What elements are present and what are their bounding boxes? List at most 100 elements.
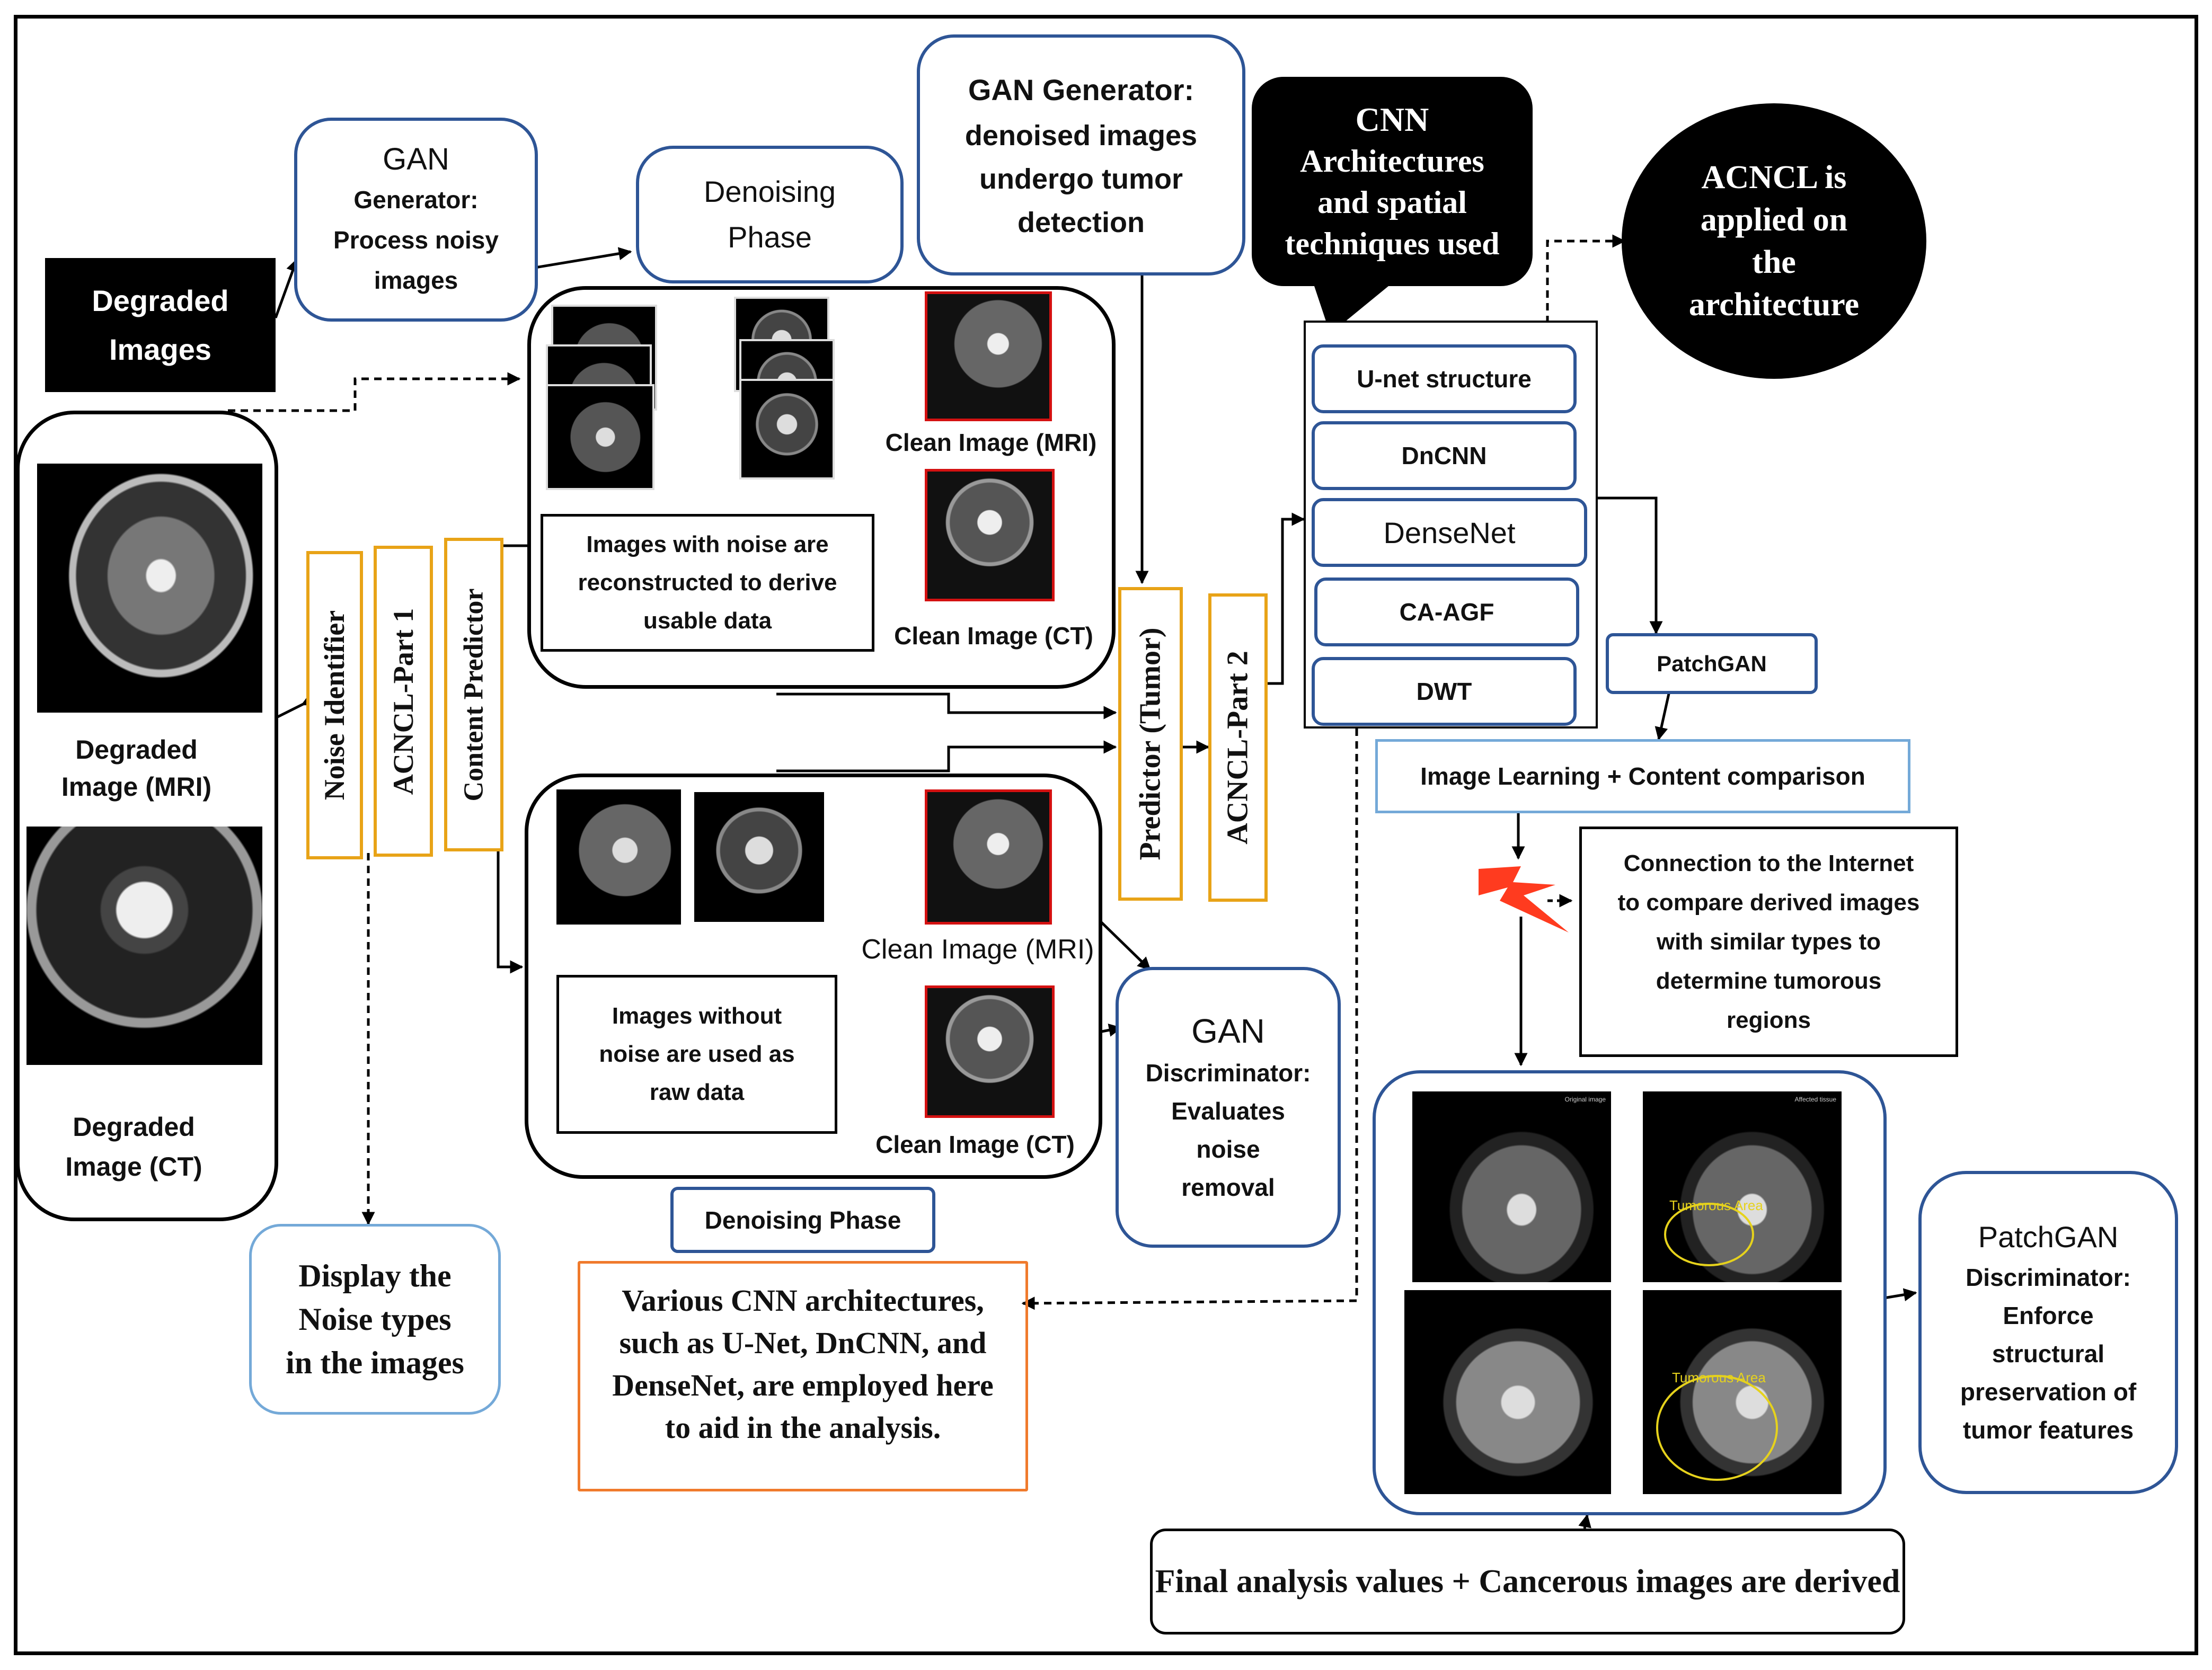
display-noise-line3: in the images — [286, 1345, 464, 1380]
acncl-part1-label: ACNCL-Part 1 — [387, 608, 419, 795]
internet-line5: regions — [1727, 1007, 1811, 1033]
gan-generator-top-line2: denoised images — [965, 119, 1198, 152]
lower-note-line1: Images without — [612, 1003, 782, 1029]
acncl-circle: ACNCL is applied on the architecture — [1622, 103, 1926, 379]
result-image-original: Original image — [1412, 1091, 1611, 1282]
lower-clean-mri-image — [925, 789, 1052, 925]
result-image-affected: Affected tissue Tumorous Area — [1643, 1091, 1842, 1282]
tumor-highlight-ellipse-2 — [1656, 1375, 1778, 1481]
cnn-item-ca-agf-label: CA-AGF — [1399, 598, 1494, 626]
internet-line1: Connection to the Internet — [1623, 850, 1914, 876]
lower-note-line2: noise are used as — [599, 1041, 795, 1067]
internet-line2: to compare derived images — [1617, 889, 1920, 916]
acncl-part1-box: ACNCL-Part 1 — [374, 546, 433, 857]
gan-generator-top-line1: GAN Generator: — [968, 73, 1195, 106]
outer-frame — [14, 15, 2198, 1655]
cnn-note-line2: such as U-Net, DnCNN, and — [619, 1326, 987, 1360]
degraded-ct-line1: Degraded — [73, 1112, 195, 1142]
acncl-circle-line2: applied on — [1700, 202, 1848, 238]
content-predictor-label: Content Predictor — [458, 588, 489, 801]
final-analysis-label: Final analysis values + Cancerous images… — [1155, 1563, 1900, 1600]
denoising-phase-bottom-label: Denoising Phase — [704, 1206, 901, 1234]
arrow-acncl2-to-cnn — [1264, 512, 1305, 685]
gan-generator-line2: Generator: — [353, 185, 479, 214]
acncl-part2-box: ACNCL-Part 2 — [1208, 593, 1268, 902]
cnn-callout-line2: Architectures — [1300, 143, 1484, 179]
lower-raw-ct-image — [694, 792, 824, 922]
gan-discriminator-line1: GAN — [1191, 1012, 1265, 1050]
denoising-phase-top-line2: Phase — [728, 220, 812, 254]
content-predictor-box: Content Predictor — [444, 538, 503, 851]
denoising-phase-top-box: Denoising Phase — [636, 146, 904, 283]
cnn-item-unet-label: U-net structure — [1357, 365, 1532, 393]
arrow-cnn-to-acncl-circle — [1546, 234, 1626, 323]
cnn-note-box: Various CNN architectures, such as U-Net… — [578, 1261, 1028, 1491]
cnn-note-line3: DenseNet, are employed here — [612, 1368, 994, 1402]
internet-line4: determine tumorous — [1656, 967, 1882, 994]
result-image-affected-2: Tumorous Area — [1643, 1290, 1842, 1494]
result-image-original-2 — [1404, 1290, 1611, 1494]
gan-generator-box: GAN Generator: Process noisy images — [294, 118, 538, 322]
gan-generator-line3: Process noisy — [333, 226, 499, 254]
noise-identifier-box: Noise Identifier — [306, 551, 363, 859]
upper-clean-mri-image — [925, 291, 1052, 421]
degraded-ct-line2: Image (CT) — [65, 1152, 202, 1182]
final-analysis-box: Final analysis values + Cancerous images… — [1150, 1529, 1905, 1635]
lower-clean-mri-label: Clean Image (MRI) — [861, 934, 1094, 965]
denoising-phase-top-line1: Denoising — [703, 175, 836, 208]
arrow-results-to-patchgan-disc — [1883, 1288, 1917, 1302]
degraded-mri-image — [37, 464, 262, 713]
gan-discriminator-box: GAN Discriminator: Evaluates noise remov… — [1116, 967, 1341, 1248]
degraded-mri-line1: Degraded — [75, 735, 198, 765]
acncl-circle-line1: ACNCL is — [1701, 159, 1847, 196]
arrow-densenet-to-patchgan — [1585, 496, 1663, 635]
noisy-mri-stack-3 — [546, 384, 654, 490]
display-noise-line2: Noise types — [298, 1302, 452, 1337]
patchgan-box: PatchGAN — [1606, 633, 1818, 694]
cnn-item-dwt: DWT — [1312, 657, 1577, 726]
internet-box: Connection to the Internet to compare de… — [1579, 827, 1958, 1057]
arrow-dashed-to-upper-panel — [228, 372, 521, 412]
upper-note-box: Images with noise are reconstructed to d… — [541, 514, 874, 652]
cnn-note-line4: to aid in the analysis. — [665, 1410, 941, 1445]
gan-generator-top-line4: detection — [1017, 206, 1145, 238]
noise-identifier-label: Noise Identifier — [318, 610, 351, 801]
patchgan-disc-line6: tumor features — [1962, 1416, 2134, 1444]
patchgan-discriminator-box: PatchGAN Discriminator: Enforce structur… — [1918, 1171, 2178, 1494]
cnn-callout-box: CNN Architectures and spatial techniques… — [1252, 77, 1533, 286]
upper-note-line3: usable data — [643, 608, 772, 634]
degraded-images-box: Degraded Images — [45, 258, 276, 392]
patchgan-label: PatchGAN — [1657, 651, 1767, 676]
arrow-upper-to-predictor — [776, 692, 1117, 719]
degraded-mri-line2: Image (MRI) — [61, 772, 212, 802]
predictor-tumor-label: Predictor (Tumor) — [1134, 627, 1167, 860]
result-label-original: Original image — [1564, 1096, 1606, 1103]
patchgan-disc-line1: PatchGAN — [1978, 1220, 2119, 1254]
tumor-highlight-ellipse — [1664, 1203, 1754, 1266]
upper-note-line2: reconstructed to derive — [578, 570, 837, 596]
upper-note-line1: Images with noise are — [586, 531, 829, 557]
patchgan-disc-line5: preservation of — [1960, 1378, 2137, 1406]
lightning-icon — [1479, 866, 1569, 932]
cnn-note-line1: Various CNN architectures, — [622, 1283, 984, 1318]
acncl-part2-label: ACNCL-Part 2 — [1222, 651, 1255, 845]
gan-discriminator-line2: Discriminator: — [1145, 1059, 1311, 1087]
lower-note-box: Images without noise are used as raw dat… — [556, 975, 837, 1134]
cnn-callout-line1: CNN — [1355, 100, 1429, 138]
cnn-item-densenet: DenseNet — [1312, 498, 1587, 567]
result-label-affected: Affected tissue — [1794, 1096, 1837, 1103]
lower-note-line3: raw data — [649, 1079, 745, 1105]
patchgan-disc-line2: Discriminator: — [1966, 1264, 2131, 1291]
acncl-circle-line3: the — [1752, 244, 1796, 280]
arrow-lower-to-predictor — [776, 740, 1117, 772]
arrow-input-to-noise-identifier — [275, 693, 316, 719]
image-learning-box: Image Learning + Content comparison — [1375, 739, 1910, 813]
noisy-ct-stack-3 — [739, 379, 835, 479]
cnn-item-dncnn-label: DnCNN — [1401, 442, 1487, 469]
lower-clean-ct-label: Clean Image (CT) — [875, 1131, 1075, 1158]
arrow-final-to-results — [1578, 1514, 1591, 1529]
cnn-item-ca-agf: CA-AGF — [1314, 578, 1579, 646]
degraded-images-line2: Images — [109, 332, 211, 366]
gan-generator-top-box: GAN Generator: denoised images undergo t… — [917, 34, 1245, 276]
image-learning-label: Image Learning + Content comparison — [1420, 762, 1865, 790]
